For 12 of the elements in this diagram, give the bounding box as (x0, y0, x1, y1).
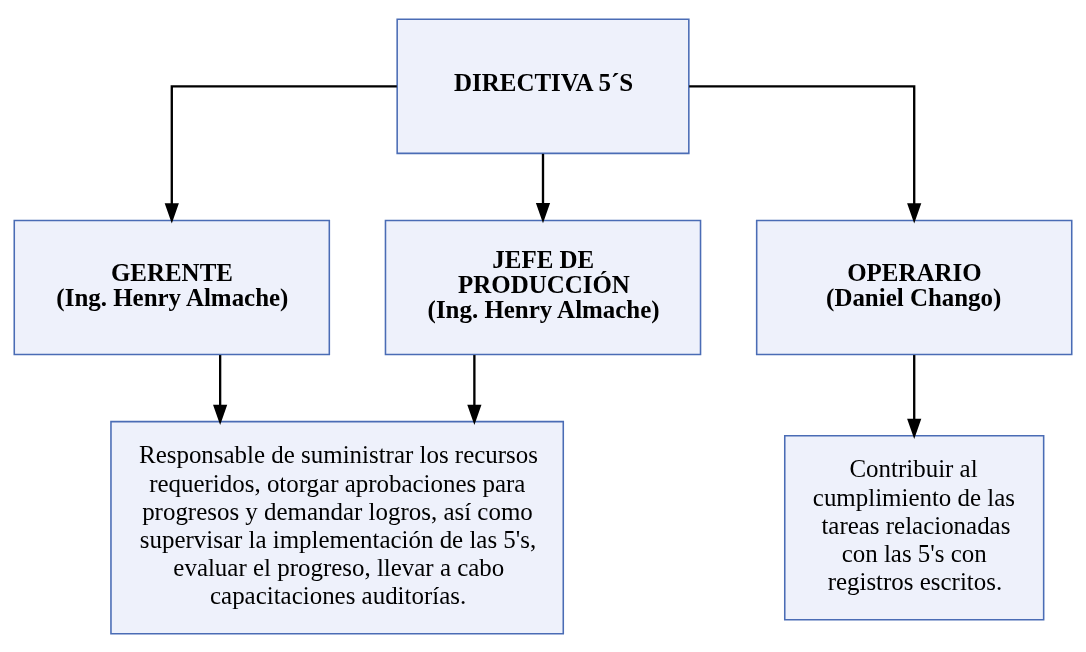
arrow (689, 84, 922, 223)
arrow (164, 84, 397, 223)
arrow (467, 354, 482, 425)
node-box: Responsable de suministrar los recursos requeridos, otorgar aprobaciones para progresos y demandar logros, así como supervisar la implementación de las 5's, evaluar el progreso, llevar a cabo capacitaciones auditorías. (110, 420, 565, 635)
node-box: JEFE DE PRODUCCIÓN (Ing. Henry Almache) (384, 219, 702, 355)
node-box: OPERARIO (Daniel Chango) (755, 219, 1073, 355)
arrow (907, 354, 922, 439)
node-box: Contribuir al cumplimiento de las tareas relacionadas con las 5's con registros escritos. (783, 434, 1045, 620)
arrow (213, 354, 228, 425)
node-box: GERENTE (Ing. Henry Almache) (13, 219, 331, 355)
node-box: DIRECTIVA 5´S (396, 17, 690, 154)
arrow (535, 153, 551, 223)
